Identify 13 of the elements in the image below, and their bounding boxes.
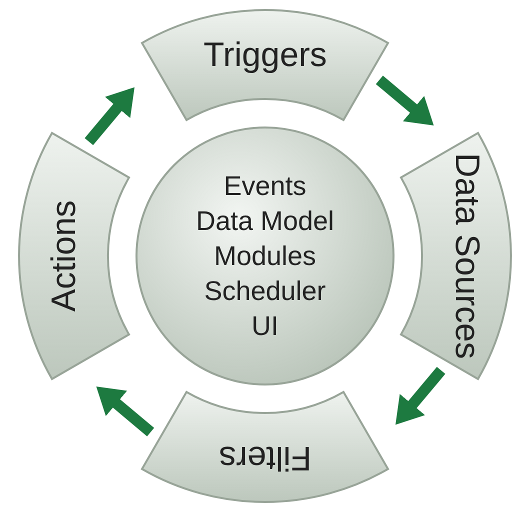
component-label: Modules xyxy=(214,240,316,272)
stage-label: Actions xyxy=(43,200,84,312)
stage-label: Triggers xyxy=(204,34,327,74)
stage-label: Filters xyxy=(218,438,312,478)
cycle-arrow xyxy=(84,87,135,146)
cycle-arrow xyxy=(96,386,154,436)
stage-label: Data Sources xyxy=(446,153,486,359)
component-label: Events xyxy=(224,170,306,202)
component-label: Data Model xyxy=(196,204,334,238)
cycle-arrow xyxy=(395,366,446,425)
cycle-arrow xyxy=(376,76,434,126)
component-label: UI xyxy=(252,310,278,342)
component-label: Scheduler xyxy=(204,274,326,308)
